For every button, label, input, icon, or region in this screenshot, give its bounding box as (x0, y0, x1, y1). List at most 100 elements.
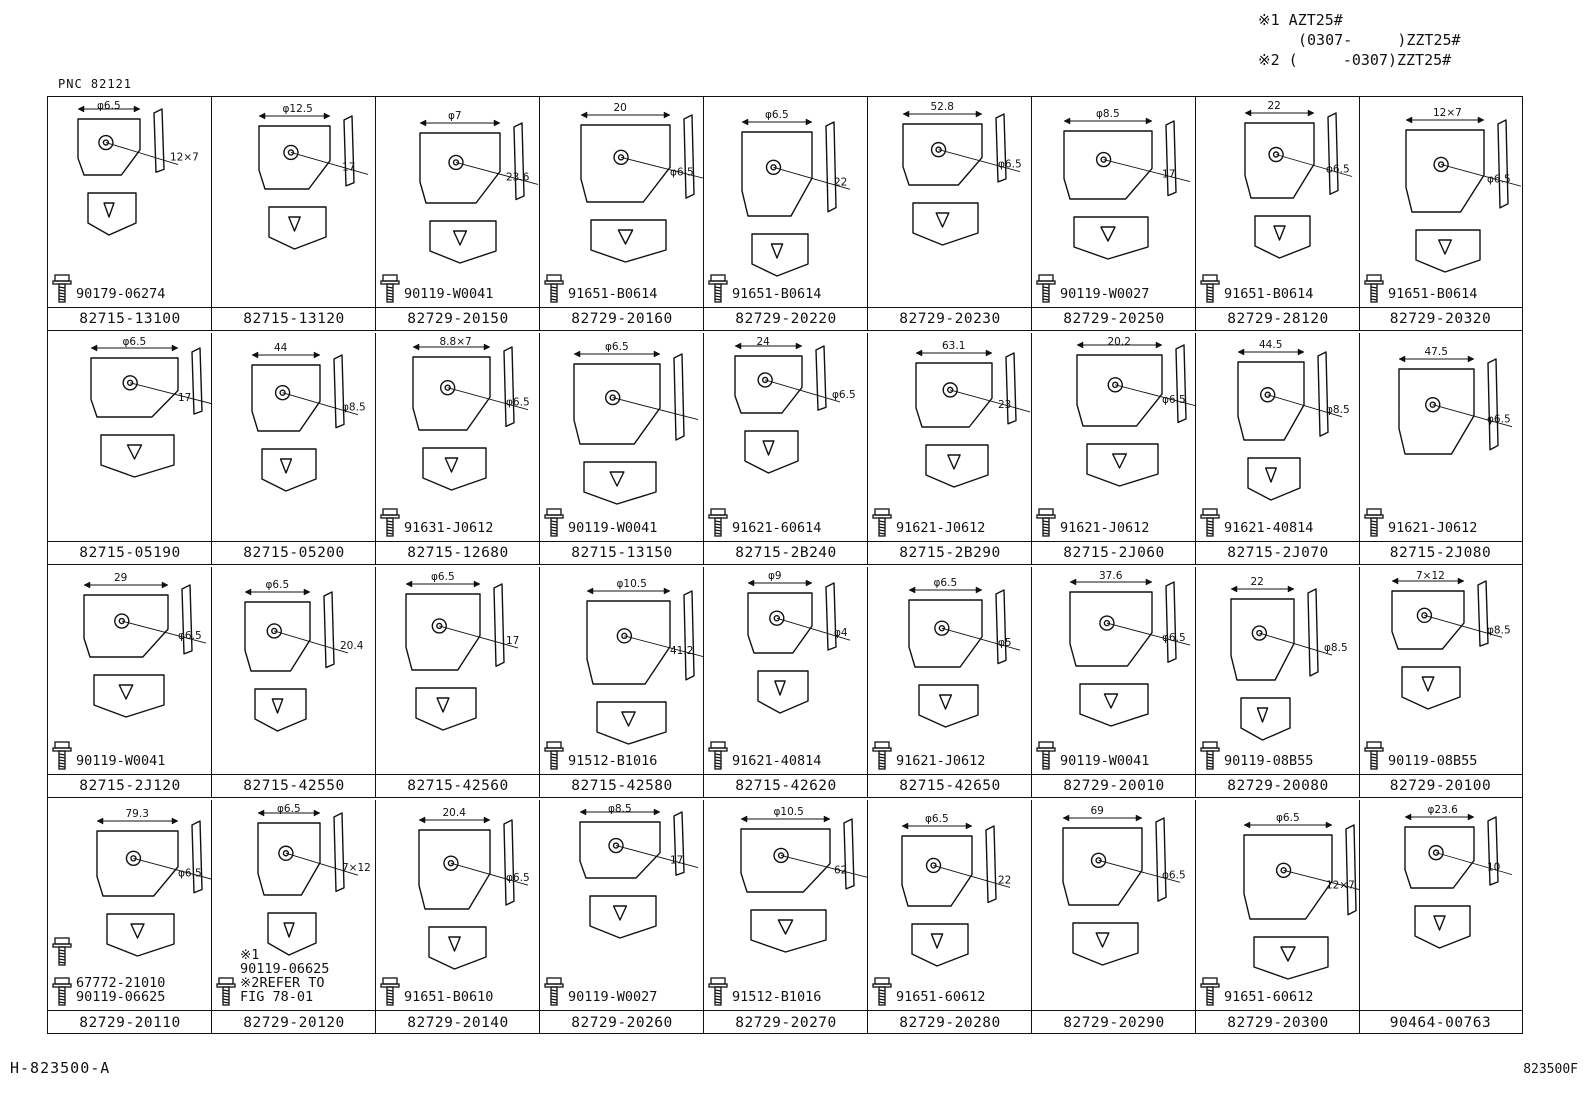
hardware-part-number: 90119-06625 (240, 961, 330, 977)
part-number[interactable]: 82729-20270 (735, 1014, 837, 1031)
part-number[interactable]: 90464-00763 (1389, 1014, 1492, 1031)
dimension-label: 20.4 (443, 807, 467, 819)
bolt-icon (544, 741, 564, 770)
part-number[interactable]: 82715-2J120 (79, 778, 181, 794)
dimension-label: 52.8 (931, 101, 954, 113)
part-number[interactable]: 82729-20100 (1389, 778, 1492, 794)
part-number[interactable]: 82715-2B240 (735, 545, 837, 561)
hardware-part-number: 91631-J0612 (404, 520, 494, 536)
dimension-label: 17 (506, 635, 519, 647)
part-number[interactable]: 82715-2J060 (1063, 545, 1165, 561)
dimension-label: φ8.5 (342, 402, 366, 414)
part-number[interactable]: 82729-20280 (899, 1014, 1001, 1031)
hardware-part-number: 91651-B0614 (1224, 286, 1314, 302)
dimension-label: 63.1 (942, 340, 965, 352)
bracket-drawing (83, 581, 207, 718)
dimension-label: φ6.5 (506, 872, 530, 884)
part-number[interactable]: 82729-20290 (1063, 1014, 1165, 1031)
part-number[interactable]: 82715-2J070 (1227, 545, 1329, 561)
part-number[interactable]: 82729-20160 (571, 311, 673, 327)
part-number[interactable]: 82715-42550 (243, 778, 345, 794)
bolt-icon (872, 977, 892, 1006)
bracket-drawing (90, 344, 212, 478)
hardware-part-numbers: 91651-B0610 (404, 990, 493, 1004)
part-number[interactable]: 82715-42620 (735, 778, 837, 794)
bolt-icon (708, 508, 728, 537)
dimension-label: 22 (1268, 100, 1281, 112)
part-number[interactable]: 82715-2B290 (899, 545, 1001, 561)
hardware-part-number: 90119-W0027 (568, 989, 658, 1005)
dimension-label: 17 (670, 855, 683, 867)
dimension-label: 8.8×7 (440, 336, 472, 348)
hardware-part-numbers: 91512-B1016 (568, 754, 657, 768)
part-number[interactable]: 82729-20300 (1227, 1014, 1329, 1031)
dimension-label: 12×7 (1326, 879, 1355, 891)
hardware-part-numbers: 90119-W0041 (1060, 754, 1149, 768)
bracket-drawing (741, 118, 851, 277)
dimension-label: 7×12 (342, 862, 371, 874)
part-number[interactable]: 82715-42560 (407, 778, 509, 794)
part-number[interactable]: 82729-20150 (407, 311, 509, 327)
hardware-part-number: 90119-08B55 (1224, 753, 1314, 769)
part-number[interactable]: 82715-13120 (243, 311, 345, 327)
part-number[interactable]: 82729-20250 (1063, 311, 1165, 327)
part-number[interactable]: 82715-13150 (571, 545, 673, 561)
dimension-label: φ6.5 (178, 630, 202, 642)
part-number[interactable]: 82729-28120 (1227, 311, 1329, 327)
hardware-part-number: 90119-W0041 (1060, 753, 1150, 769)
part-number[interactable]: 82715-05200 (243, 545, 345, 561)
part-number[interactable]: 82715-13100 (79, 311, 181, 327)
dimension-label: φ6.5 (605, 341, 629, 353)
part-number[interactable]: 82729-20220 (735, 311, 837, 327)
dimension-label: 20.4 (340, 640, 364, 652)
hardware-part-numbers: 91651-60612 (1224, 990, 1313, 1004)
hardware-part-number: 91651-60612 (1224, 989, 1314, 1005)
part-number[interactable]: 82715-12680 (407, 545, 509, 561)
dimension-label: φ6.5 (1162, 632, 1186, 644)
hardware-part-numbers: 91621-40814 (732, 754, 821, 768)
part-number[interactable]: 82729-20080 (1227, 778, 1329, 794)
dimension-label: 7×12 (1416, 570, 1445, 582)
part-cell: 22 φ6.5 91651-B0614 (1196, 97, 1360, 331)
dimension-label: φ6.5 (1326, 164, 1350, 176)
part-number[interactable]: 82729-20120 (243, 1014, 345, 1031)
dimension-label: 17 (342, 161, 355, 173)
part-number[interactable]: 82715-2J080 (1389, 545, 1492, 561)
hardware-part-numbers: 90119-W0041 (568, 521, 657, 535)
dimension-label: φ8.5 (1096, 108, 1120, 120)
part-number[interactable]: 82729-20110 (79, 1014, 181, 1031)
hardware-part-numbers: 91621-J0612 (1060, 521, 1149, 535)
bolt-icon (1364, 741, 1384, 770)
bolt-icon (872, 508, 892, 537)
part-number[interactable]: 82729-20230 (899, 311, 1001, 327)
dimension-label: 44 (274, 342, 288, 354)
part-number[interactable]: 82729-20260 (571, 1014, 673, 1031)
bracket-drawing (418, 816, 529, 970)
bracket-drawing (1062, 814, 1181, 966)
part-number[interactable]: 82715-42650 (899, 778, 1001, 794)
part-number[interactable]: 82715-42580 (571, 778, 673, 794)
bolt-icon (1036, 508, 1056, 537)
part-number[interactable]: 82729-20320 (1389, 311, 1492, 327)
dimension-label: 22 (998, 874, 1011, 886)
part-number[interactable]: 82729-20140 (407, 1014, 509, 1031)
dimension-label: φ6.5 (97, 100, 121, 112)
part-number[interactable]: 82729-20010 (1063, 778, 1165, 794)
dimension-label: φ8.5 (1487, 624, 1511, 636)
part-number[interactable]: 82715-05190 (79, 545, 181, 561)
hardware-part-numbers: 91651-60612 (896, 990, 985, 1004)
